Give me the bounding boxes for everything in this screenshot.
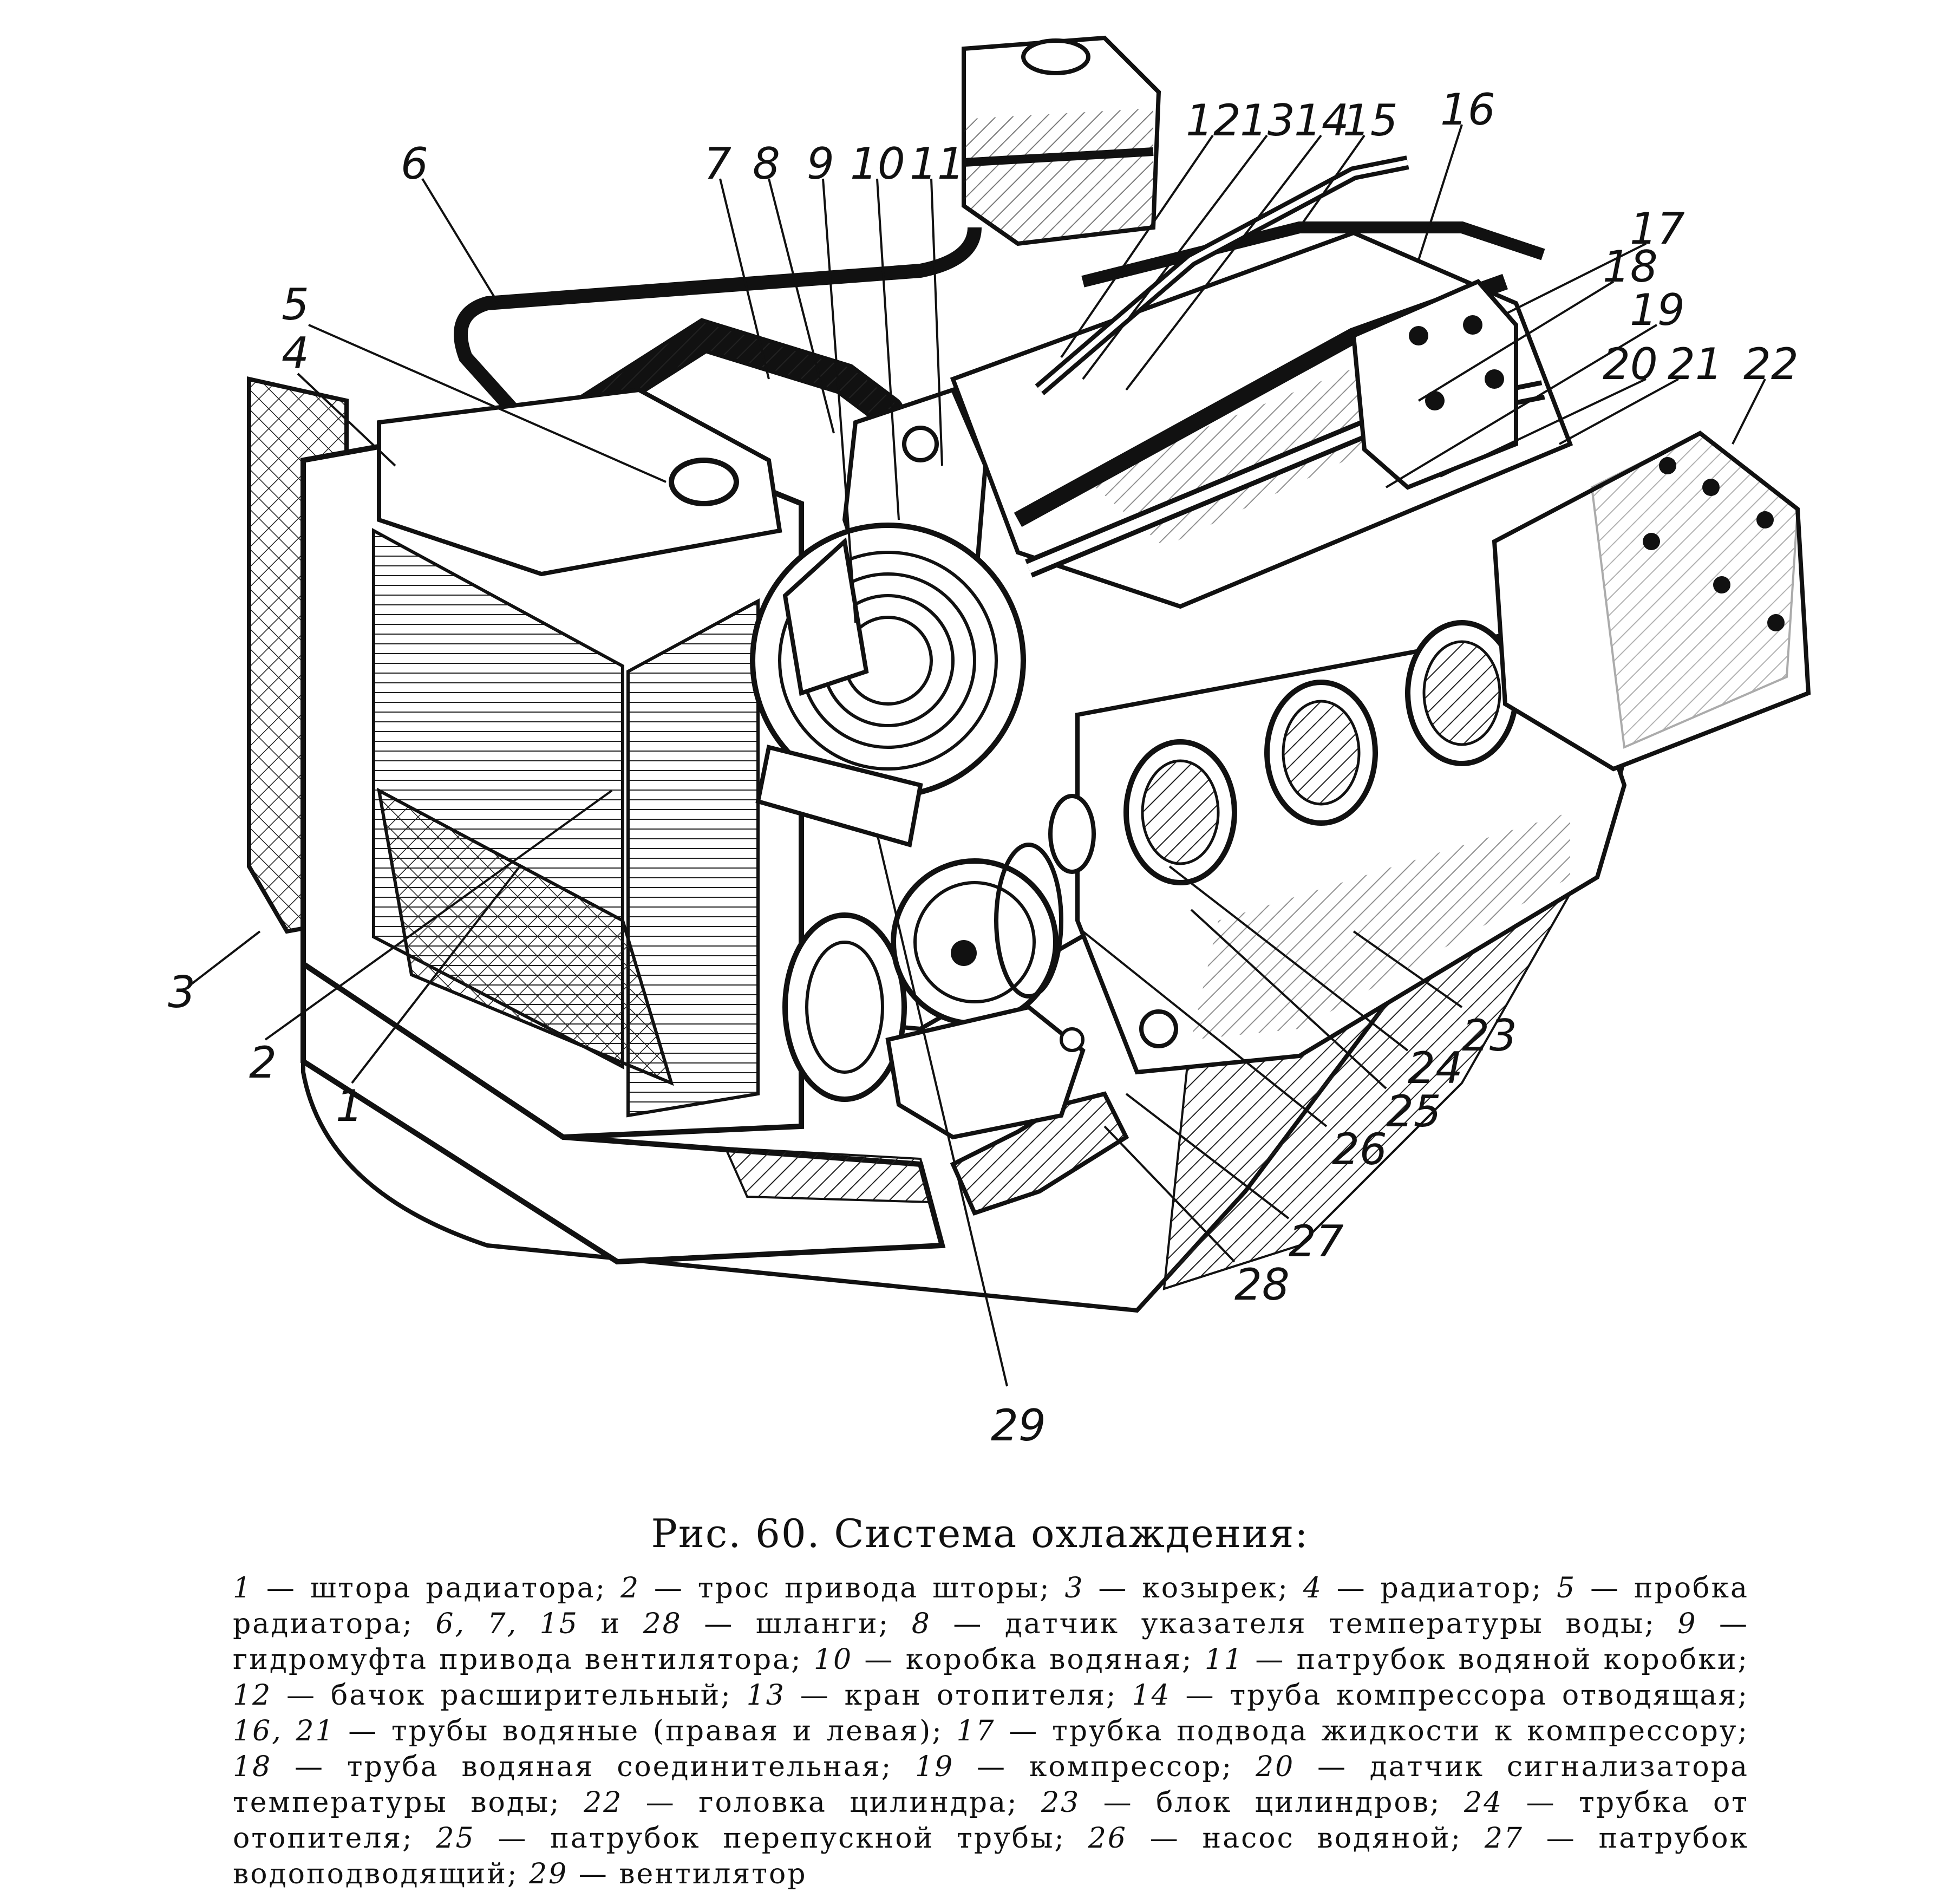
figure-legend: 1 — штора радиатора; 2 — трос привода шт… — [233, 1570, 1749, 1892]
legend-item: 5 — пробка радиатора; — [233, 1572, 1749, 1640]
legend-item: 11 — патрубок водяной коробки; — [1204, 1643, 1749, 1676]
callout-24: 24 — [1408, 1043, 1463, 1093]
callout-2: 2 — [249, 1038, 277, 1088]
expansion-tank — [962, 35, 1161, 246]
legend-item: 9 — гидромуфта привода вентилятора; — [233, 1608, 1749, 1676]
callout-12: 12 — [1186, 95, 1241, 146]
callout-9: 9 — [807, 139, 834, 189]
block-hatch — [1191, 812, 1570, 1040]
legend-item: 29 — вентилятор — [529, 1858, 807, 1890]
legend-item: 13 — кран отопителя; — [746, 1679, 1132, 1712]
fan — [755, 537, 923, 848]
callout-25: 25 — [1386, 1086, 1441, 1137]
legend-item: 6, 7, 15 и — [435, 1608, 643, 1640]
callout-20: 20 — [1603, 339, 1658, 389]
callout-11: 11 — [910, 139, 965, 189]
radiator-blind — [376, 787, 674, 1086]
callout-1: 1 — [336, 1081, 363, 1131]
callout-21: 21 — [1668, 339, 1723, 389]
legend-item: 3 — козырек; — [1064, 1572, 1303, 1604]
hose-6 — [454, 227, 982, 416]
legend-item: 16, 21 — трубы водяные (правая и левая); — [233, 1715, 957, 1747]
legend-item: 24 — трубка от отопителя; — [233, 1786, 1749, 1855]
callout-26: 26 — [1332, 1124, 1387, 1175]
leader-lines — [188, 124, 1766, 1387]
callout-16: 16 — [1440, 84, 1495, 135]
legend-item: 1 — штора радиатора; — [233, 1572, 620, 1604]
callout-14: 14 — [1294, 95, 1349, 146]
radiator-top-tank — [377, 387, 782, 577]
callout-7: 7 — [704, 139, 731, 189]
callout-8: 8 — [753, 139, 780, 189]
callout-5: 5 — [282, 279, 309, 330]
legend-item: 18 — труба водяная соединительная; — [233, 1751, 916, 1783]
callout-17: 17 — [1630, 204, 1685, 254]
callout-23: 23 — [1462, 1010, 1517, 1061]
legend-item: 10 — коробка водяная; — [813, 1643, 1205, 1676]
callout-22: 22 — [1743, 339, 1799, 389]
callout-18: 18 — [1603, 242, 1658, 292]
radiator-cap — [669, 458, 739, 506]
callout-6: 6 — [401, 139, 428, 189]
callout-10: 10 — [850, 139, 905, 189]
callout-3: 3 — [168, 967, 195, 1017]
callout-27: 27 — [1289, 1216, 1344, 1267]
callout-15: 15 — [1343, 95, 1398, 146]
legend-item: 28 — шланги; — [643, 1608, 912, 1640]
sensor-gauge — [1048, 794, 1096, 874]
cooling-system-drawing: 1 2 3 4 5 6 7 8 9 10 11 12 13 14 15 16 1… — [168, 35, 1811, 1451]
figure-caption-title: Рис. 60. Система охлаждения: — [651, 1511, 1309, 1556]
legend-item: 2 — трос привода шторы; — [620, 1572, 1065, 1604]
callout-4: 4 — [282, 328, 309, 379]
callout-19: 19 — [1630, 285, 1685, 335]
legend-item: 19 — компрессор; — [915, 1751, 1256, 1783]
water-pump-pulley — [891, 843, 1063, 1026]
callout-29: 29 — [991, 1400, 1046, 1451]
callout-13: 13 — [1240, 95, 1295, 146]
callouts: 1 2 3 4 5 6 7 8 9 10 11 12 13 14 15 16 1… — [168, 84, 1799, 1451]
pump-housing — [885, 1004, 1086, 1140]
legend-item: 17 — трубка подвода жидкости к компрессо… — [956, 1715, 1749, 1747]
crankshaft-pulley — [782, 912, 907, 1102]
legend-item: 25 — патрубок перепускной трубы; — [436, 1822, 1088, 1855]
legend-item: 22 — головка цилиндра; — [584, 1786, 1042, 1819]
hose-28 — [950, 1091, 1129, 1216]
legend-item: 8 — датчик указателя температуры воды; — [911, 1608, 1678, 1640]
legend-item: 14 — труба компрессора отводящая; — [1132, 1679, 1749, 1712]
legend-item: 23 — блок цилиндров; — [1041, 1786, 1464, 1819]
legend-item: 20 — датчик сигнализатора температуры во… — [233, 1751, 1749, 1819]
callout-28: 28 — [1234, 1260, 1290, 1310]
legend-item: 4 — радиатор; — [1303, 1572, 1557, 1604]
legend-item: 26 — насос водяной; — [1088, 1822, 1485, 1855]
legend-item: 12 — бачок расширительный; — [233, 1679, 747, 1712]
